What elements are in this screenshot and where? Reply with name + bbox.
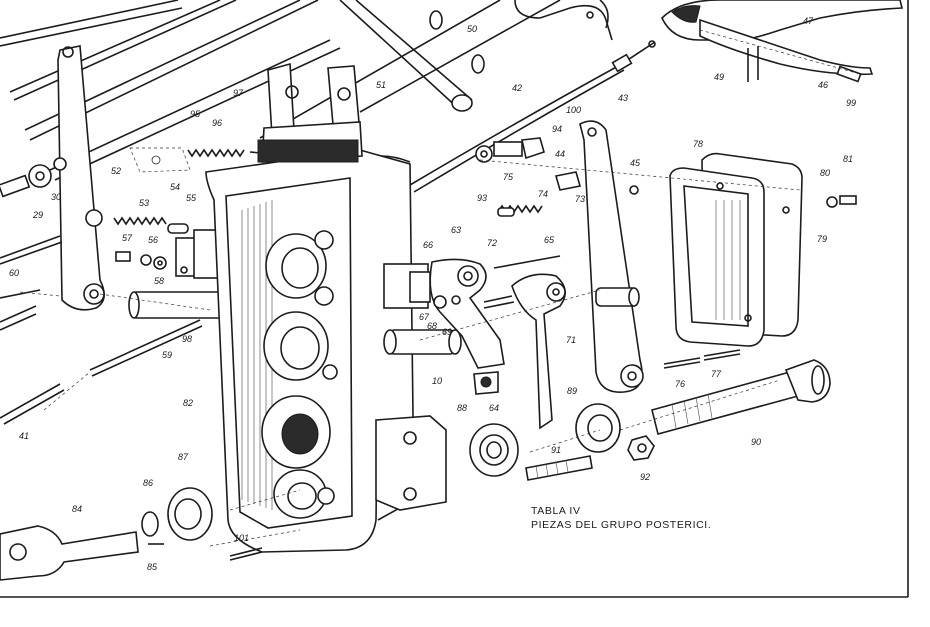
top-rods: [0, 0, 561, 181]
shaft-84: [0, 525, 263, 581]
part-label: 84: [72, 504, 82, 514]
part-label: 66: [423, 240, 433, 250]
part-label: 67: [419, 312, 430, 322]
part-label: 82: [183, 398, 193, 408]
part-label: 51: [376, 80, 386, 90]
part-label: 81: [843, 154, 853, 164]
part-label: 63: [451, 225, 461, 235]
part-label: 53: [139, 198, 149, 208]
part-label: 78: [693, 139, 703, 149]
part-label: 56: [148, 235, 158, 245]
caption-title: TABLA IV: [531, 505, 581, 517]
part-label: 86: [143, 478, 153, 488]
main-housing-82: [205, 62, 447, 553]
part-label: 71: [566, 335, 576, 345]
part-label: 75: [503, 172, 514, 182]
part-label: 77: [711, 369, 722, 379]
lever-30: [57, 45, 105, 311]
bearing-right: [575, 403, 655, 461]
part-label: 88: [457, 403, 467, 413]
shaft-90: [651, 359, 831, 435]
shaft-98: [89, 291, 243, 377]
part-label: 69: [442, 327, 452, 337]
part-label: 85: [147, 562, 158, 572]
part-label: 80: [820, 168, 830, 178]
part-label: 42: [512, 83, 522, 93]
part-label: 54: [170, 182, 180, 192]
pins-76-77: [663, 349, 741, 369]
part-label: 55: [186, 193, 197, 203]
part-label: 72: [487, 238, 497, 248]
part-label: 46: [818, 80, 828, 90]
bearing-87: [141, 487, 213, 545]
part-label: 49: [714, 72, 724, 82]
lever-73: [579, 120, 644, 393]
caption-subtitle: PIEZAS DEL GRUPO POSTERICI.: [531, 519, 711, 531]
assembly-guide-lines: [19, 29, 861, 547]
part-label: 41: [19, 431, 29, 441]
lever-63: [429, 258, 505, 395]
part-label: 87: [178, 452, 189, 462]
part-label: 91: [551, 445, 561, 455]
part-label: 97: [233, 88, 244, 98]
part-label: 76: [675, 379, 685, 389]
part-label: 52: [111, 166, 121, 176]
part-label: 98: [182, 334, 192, 344]
part-label: 47: [803, 16, 814, 26]
part-label: 100: [566, 105, 581, 115]
part-number-labels: 50 47 42 97 51 43 49 46 99 95 96 100 94 …: [9, 16, 856, 572]
part-label: 59: [162, 350, 172, 360]
part-label: 44: [555, 149, 565, 159]
part-label: 45: [630, 158, 641, 168]
part-label: 57: [122, 233, 133, 243]
part-label: 92: [640, 472, 650, 482]
part-label: 79: [817, 234, 827, 244]
part-label: 50: [467, 24, 477, 34]
part-label: 64: [489, 403, 499, 413]
part-label: 43: [618, 93, 628, 103]
part-label: 73: [575, 194, 585, 204]
part-label: 99: [846, 98, 856, 108]
part-label: 65: [544, 235, 555, 245]
part-label: 93: [477, 193, 487, 203]
top-bracket: [514, 0, 613, 41]
bearing-center: [469, 423, 593, 481]
part-label: 10: [432, 376, 442, 386]
cable-43: [409, 40, 656, 193]
part-label: 94: [552, 124, 562, 134]
part-label: 96: [212, 118, 222, 128]
part-label: 29: [32, 210, 43, 220]
part-label: 60: [9, 268, 19, 278]
part-label: 74: [538, 189, 548, 199]
left-small-parts: [0, 157, 67, 425]
part-label: 101: [234, 533, 249, 543]
part-label: 95: [190, 109, 201, 119]
lever-handle-47: [661, 0, 904, 83]
plate-caption: TABLA IV PIEZAS DEL GRUPO POSTERICI.: [531, 505, 711, 531]
part-label: 30: [51, 192, 61, 202]
cover-78: [669, 152, 857, 347]
fork-71: [483, 255, 566, 430]
part-label: 58: [154, 276, 164, 286]
bolt-94: [475, 137, 639, 217]
page-frame: [0, 0, 909, 598]
part-label: 90: [751, 437, 761, 447]
part-label: 68: [427, 321, 437, 331]
pin-10: [383, 263, 462, 355]
part-label: 89: [567, 386, 577, 396]
